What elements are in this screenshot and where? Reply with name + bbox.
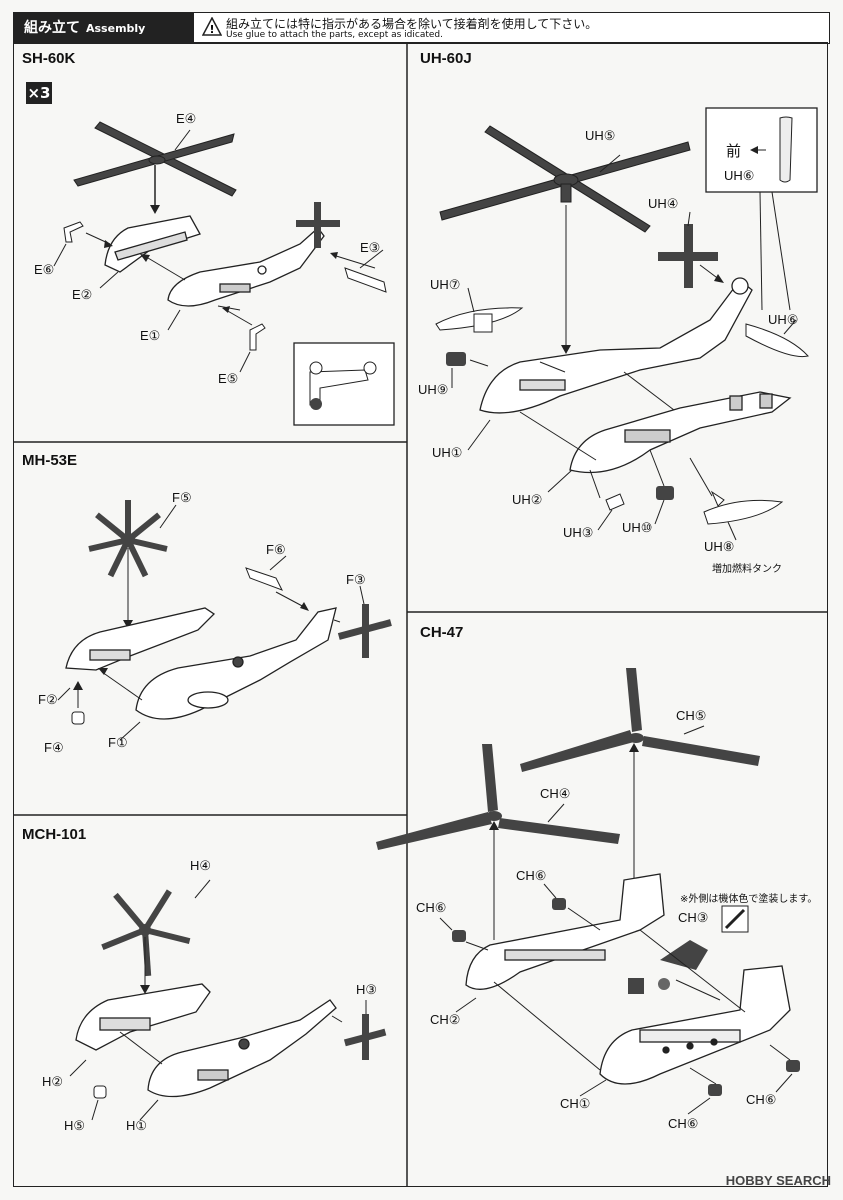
label-h2: H② [42, 1074, 64, 1089]
label-uh3: UH③ [563, 525, 594, 540]
sh60k-detail-box [293, 342, 395, 426]
label-uh5: UH⑤ [585, 128, 616, 143]
label-ch4: CH④ [540, 786, 571, 801]
mh53e-title: MH-53E [22, 452, 78, 469]
mh53e-small-part [71, 711, 85, 725]
label-uh10: UH⑩ [622, 520, 653, 535]
mch101-small-part [93, 1085, 107, 1099]
label-f2: F② [38, 692, 58, 707]
label-e3: E③ [360, 240, 381, 255]
label-uh4: UH④ [648, 196, 679, 211]
label-ch1: CH① [560, 1096, 591, 1111]
label-e4: E④ [176, 111, 197, 126]
assembly-header: 組み立て Assembly ! 組み立てには特に指示がある場合を除いて接着剤を使用… [13, 12, 830, 44]
sh60k-title: SH-60K [22, 50, 76, 67]
label-uh8: UH⑧ [704, 539, 735, 554]
ch47-paint-icon [721, 905, 749, 933]
header-title: 組み立て Assembly [14, 13, 194, 43]
paint-note: ※外側は機体色で塗装します。 [680, 894, 818, 905]
mch101-title: MCH-101 [22, 826, 87, 843]
label-uh2: UH② [512, 492, 543, 507]
sh60k-rotor [73, 121, 237, 197]
fuel-tank-note: 増加燃料タンク [712, 564, 782, 575]
mh53e-fuselage [135, 607, 337, 720]
sh60k-fuselage-half [104, 215, 201, 273]
label-ch2: CH② [430, 1012, 461, 1027]
label-f6: F⑥ [266, 542, 286, 557]
label-f3: F③ [346, 572, 366, 587]
warning-jp: 組み立てには特に指示がある場合を除いて接着剤を使用して下さい。 [226, 17, 598, 31]
label-e5: E⑤ [218, 371, 239, 386]
mh53e-rotor [88, 500, 168, 578]
uh60j-fuselage [569, 391, 792, 474]
uh60j-fuel-tank [703, 323, 809, 525]
label-h3: H③ [356, 982, 378, 997]
ch47-fuselage-half [465, 873, 665, 990]
svg-text:!: ! [209, 23, 214, 36]
sh60k-fuselage [167, 227, 325, 307]
sh60k-small-parts [63, 221, 266, 351]
mch101-fuselage-half [75, 983, 211, 1051]
ch47-title: CH-47 [420, 624, 464, 641]
label-ch6-a: CH⑥ [516, 868, 547, 883]
uh60j-title: UH-60J [420, 50, 472, 67]
mch101-tail-rotor [343, 1014, 387, 1060]
label-e6: E⑥ [34, 262, 55, 277]
uh60j-sponson [435, 307, 524, 333]
sh60k-tail-rotor [296, 202, 340, 248]
label-f1: F① [108, 735, 128, 750]
ch47-front-rotor [376, 744, 620, 850]
label-f5: F⑤ [172, 490, 192, 505]
mch101-rotor [101, 889, 191, 977]
warning-icon: ! [202, 17, 222, 36]
uh60j-small-parts [446, 352, 674, 511]
label-h5: H⑤ [64, 1118, 86, 1133]
label-ch5: CH⑤ [676, 708, 707, 723]
title-jp: 組み立て [24, 20, 80, 36]
title-en: Assembly [86, 22, 146, 35]
label-ch6-b: CH⑥ [416, 900, 447, 915]
label-ch3: CH③ [678, 910, 709, 925]
mch101-fuselage [147, 999, 337, 1098]
label-uh6-box: UH⑥ [724, 168, 755, 183]
uh60j-rotor [439, 125, 691, 233]
front-label: 前 [726, 143, 742, 160]
mh53e-tail-part [245, 567, 284, 591]
label-f4: F④ [44, 740, 64, 755]
quantity-badge: ×3 [26, 82, 52, 104]
ch47-small-parts [452, 898, 800, 1096]
label-uh7: UH⑦ [430, 277, 461, 292]
mh53e-tail-rotor [337, 604, 392, 658]
label-ch6-c: CH⑥ [746, 1092, 777, 1107]
uh60j-front-box [705, 107, 818, 193]
label-h1: H① [126, 1118, 148, 1133]
label-uh9: UH⑨ [418, 382, 449, 397]
sh60k-stabilizer [344, 267, 387, 293]
label-uh1: UH① [432, 445, 463, 460]
watermark: HOBBY SEARCH [725, 1173, 831, 1188]
label-h4: H④ [190, 858, 212, 873]
ch47-rear-rotor [520, 668, 760, 772]
label-e1: E① [140, 328, 161, 343]
label-uh6: UH⑥ [768, 312, 799, 327]
uh60j-tail-rotor [658, 224, 718, 288]
warning-en: Use glue to attach the parts, except as … [226, 30, 444, 40]
label-ch6-d: CH⑥ [668, 1116, 699, 1131]
panels-frame [13, 42, 828, 1187]
mh53e-fuselage-half [65, 607, 216, 671]
ch47-fuselage [599, 965, 791, 1085]
uh60j-fuselage-half [479, 277, 753, 414]
label-e2: E② [72, 287, 93, 302]
